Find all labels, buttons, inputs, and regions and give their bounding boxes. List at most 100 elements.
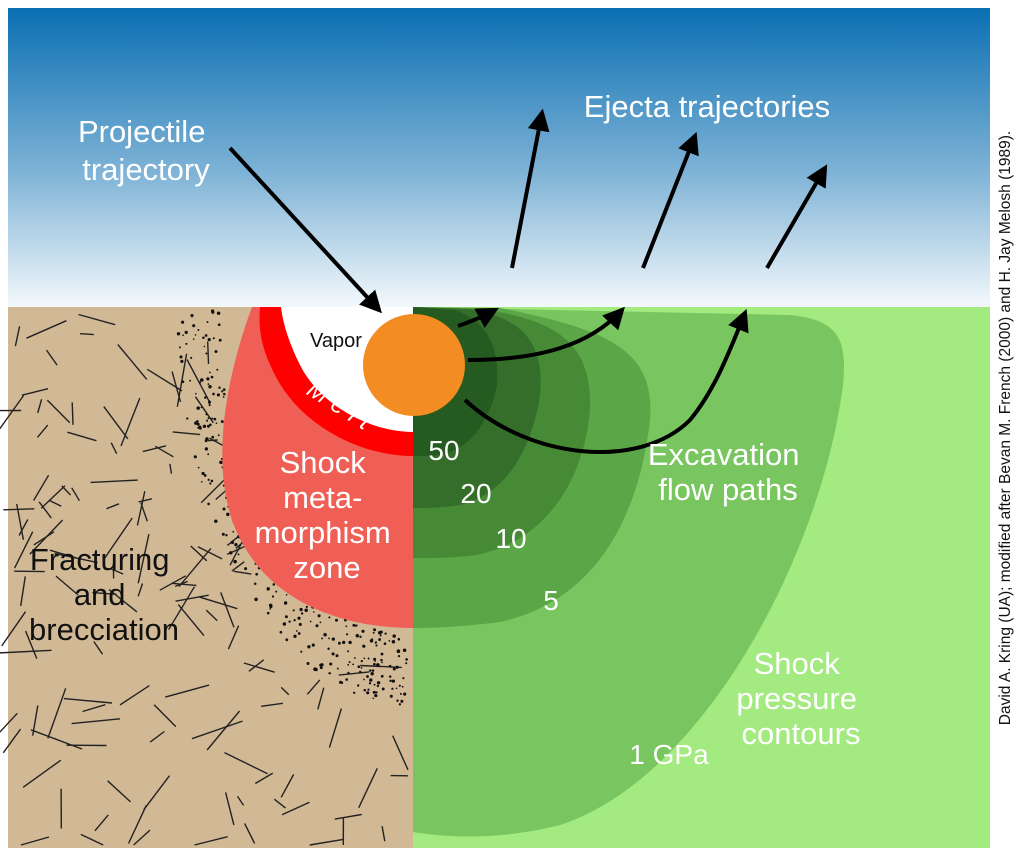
breccia-dot bbox=[319, 666, 323, 670]
fracture-line bbox=[205, 609, 218, 622]
breccia-dot bbox=[314, 667, 318, 672]
breccia-dot bbox=[217, 434, 220, 437]
fracture-line bbox=[154, 445, 174, 458]
breccia-dot bbox=[348, 640, 352, 645]
breccia-dot bbox=[405, 662, 408, 665]
breccia-dot bbox=[244, 567, 248, 571]
fracture-line bbox=[207, 439, 218, 442]
fracture-line bbox=[153, 704, 177, 728]
breccia-dot bbox=[194, 392, 197, 395]
breccia-dot bbox=[218, 338, 222, 342]
breccia-dot bbox=[402, 648, 407, 652]
breccia-dot bbox=[297, 632, 301, 635]
fracture-line bbox=[55, 575, 79, 596]
breccia-dot bbox=[206, 377, 210, 381]
fracture-line bbox=[127, 804, 148, 844]
ejecta-arrow bbox=[641, 131, 699, 269]
fracture-line bbox=[119, 685, 150, 706]
fracture-line bbox=[243, 823, 256, 844]
breccia-dot bbox=[218, 386, 221, 389]
breccia-dot bbox=[376, 684, 380, 688]
fracture-line bbox=[146, 368, 183, 392]
fracture-line bbox=[194, 396, 214, 424]
breccia-dot bbox=[293, 619, 296, 622]
fracture-line bbox=[36, 424, 49, 438]
breccia-dot bbox=[197, 329, 200, 331]
breccia-dot bbox=[336, 667, 339, 670]
breccia-dot bbox=[371, 638, 374, 641]
breccia-dot bbox=[379, 634, 382, 637]
breccia-dot bbox=[254, 597, 258, 602]
breccia-dot bbox=[335, 654, 339, 658]
fracture-line bbox=[54, 552, 98, 564]
breccia-dot bbox=[328, 637, 330, 640]
fracture-line bbox=[71, 402, 74, 425]
breccia-dot bbox=[372, 631, 375, 634]
breccia-dot bbox=[207, 383, 210, 385]
breccia-dot bbox=[194, 421, 198, 425]
breccia-dot bbox=[298, 622, 302, 626]
fracture-line bbox=[82, 704, 106, 713]
breccia-dot bbox=[323, 632, 327, 637]
fracture-line bbox=[233, 570, 252, 575]
fracture-line bbox=[206, 710, 241, 751]
breccia-dot bbox=[374, 642, 377, 644]
breccia-dot bbox=[181, 380, 185, 384]
breccia-dot bbox=[193, 455, 197, 459]
fracture-line bbox=[48, 499, 62, 507]
breccia-dot bbox=[214, 350, 218, 353]
breccia-dot bbox=[398, 703, 402, 706]
contour-value: 50 bbox=[428, 435, 459, 466]
breccia-dot bbox=[207, 338, 211, 342]
fracture-line bbox=[248, 659, 265, 672]
fracture-line bbox=[176, 353, 188, 407]
breccia-dot bbox=[358, 670, 362, 674]
fracture-line bbox=[0, 712, 18, 733]
breccia-dot bbox=[348, 661, 351, 664]
fracture-line bbox=[198, 596, 238, 610]
breccia-dot bbox=[208, 385, 212, 389]
breccia-dot bbox=[216, 368, 219, 371]
breccia-dot bbox=[395, 687, 398, 690]
breccia-dot bbox=[198, 426, 202, 430]
breccia-dot bbox=[216, 311, 221, 315]
ejecta-arrow bbox=[510, 108, 550, 269]
breccia-dot bbox=[203, 474, 207, 477]
breccia-dot bbox=[211, 435, 215, 439]
fracture-line bbox=[108, 589, 138, 613]
breccia-dot bbox=[347, 663, 350, 666]
breccia-dot bbox=[405, 658, 408, 661]
breccia-dot bbox=[392, 667, 396, 671]
breccia-dot bbox=[300, 612, 304, 615]
fracture-line bbox=[102, 517, 133, 561]
breccia-dot bbox=[223, 392, 226, 396]
breccia-dot bbox=[233, 559, 237, 564]
breccia-dot bbox=[284, 615, 288, 619]
fracture-line bbox=[381, 825, 386, 842]
breccia-dot bbox=[367, 657, 370, 660]
fracture-line bbox=[254, 772, 274, 785]
breccia-dot bbox=[389, 694, 393, 698]
breccia-dot bbox=[378, 638, 382, 641]
breccia-dot bbox=[189, 379, 192, 382]
breccia-dot bbox=[283, 601, 288, 605]
breccia-dot bbox=[205, 413, 208, 416]
breccia-dot bbox=[361, 629, 365, 633]
breccia-dot bbox=[200, 406, 203, 409]
breccia-dot bbox=[182, 334, 184, 337]
fracture-line bbox=[172, 431, 201, 436]
breccia-dot bbox=[204, 334, 208, 337]
breccia-dot bbox=[213, 417, 217, 421]
breccia-dot bbox=[221, 390, 224, 393]
breccia-dot bbox=[234, 542, 238, 547]
breccia-dot bbox=[222, 388, 226, 391]
breccia-dot bbox=[295, 630, 298, 632]
breccia-dot bbox=[268, 603, 273, 608]
breccia-dot bbox=[391, 679, 396, 683]
fracture-line bbox=[32, 474, 50, 501]
fracture-line bbox=[338, 671, 370, 676]
breccia-dot bbox=[380, 674, 384, 678]
breccia-dot bbox=[285, 638, 289, 642]
fracture-line bbox=[26, 320, 67, 339]
